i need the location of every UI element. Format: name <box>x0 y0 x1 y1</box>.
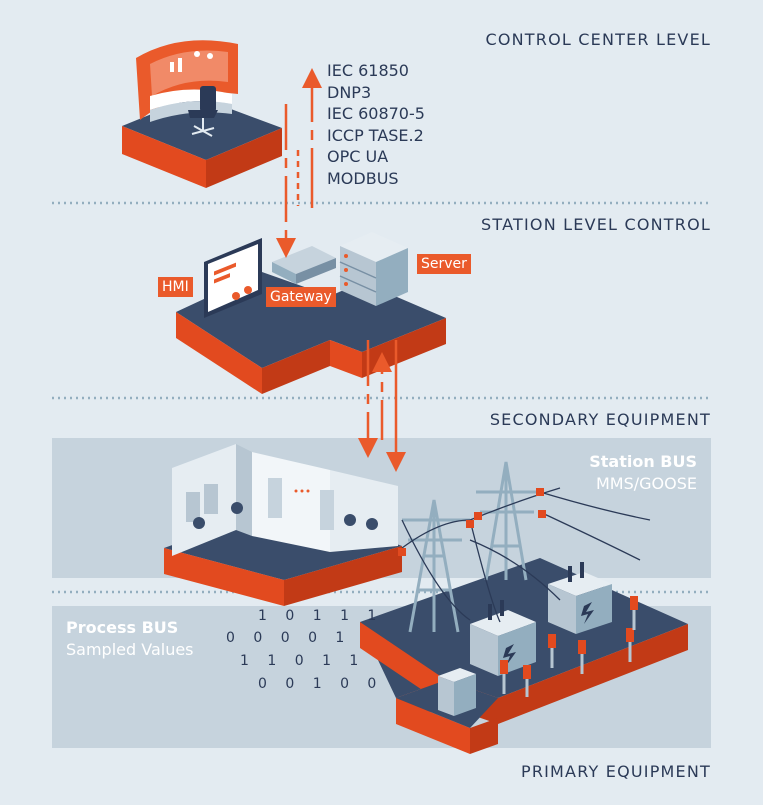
level-label-control-center: CONTROL CENTER LEVEL <box>485 30 711 49</box>
transmission-towers <box>402 461 540 633</box>
server-tag: Server <box>417 254 471 274</box>
level-label-station-level: STATION LEVEL CONTROL <box>481 215 711 234</box>
power-lines <box>401 487 651 623</box>
protocol-item: OPC UA <box>327 147 389 166</box>
level-label-primary: PRIMARY EQUIPMENT <box>520 762 711 781</box>
bit-row: 0 0 1 0 0 <box>258 676 384 692</box>
bit-row: 1 1 0 1 1 <box>240 653 366 669</box>
station-bus-title: Station BUS <box>589 452 697 471</box>
level-label-secondary: SECONDARY EQUIPMENT <box>489 410 711 429</box>
protocol-list: IEC 61850 DNP3 IEC 60870-5 ICCP TASE.2 O… <box>327 60 425 189</box>
tower-insulators <box>398 488 546 556</box>
control-center-platform <box>122 40 282 188</box>
secondary-equipment-platform <box>164 444 402 606</box>
station-level-platform <box>176 232 446 394</box>
hmi-tag: HMI <box>158 277 193 297</box>
protocol-item: ICCP TASE.2 <box>327 125 424 145</box>
protocol-item: IEC 61850 <box>327 61 409 80</box>
comm-arrows-bottom <box>358 340 406 472</box>
bit-row: 0 0 0 0 1 <box>226 630 352 646</box>
gateway-tag: Gateway <box>266 287 336 307</box>
protocol-item: IEC 60870-5 <box>327 104 425 123</box>
station-bus-subtitle: MMS/GOOSE <box>595 474 697 493</box>
primary-equipment-platform <box>360 558 688 754</box>
comm-arrows-top <box>276 68 322 258</box>
protocol-item: DNP3 <box>327 82 372 102</box>
process-bus-subtitle: Sampled Values <box>66 640 194 659</box>
process-bus-title: Process BUS <box>66 618 179 637</box>
protocol-item: MODBUS <box>327 168 399 188</box>
bit-row: 1 0 1 1 1 <box>258 608 384 624</box>
